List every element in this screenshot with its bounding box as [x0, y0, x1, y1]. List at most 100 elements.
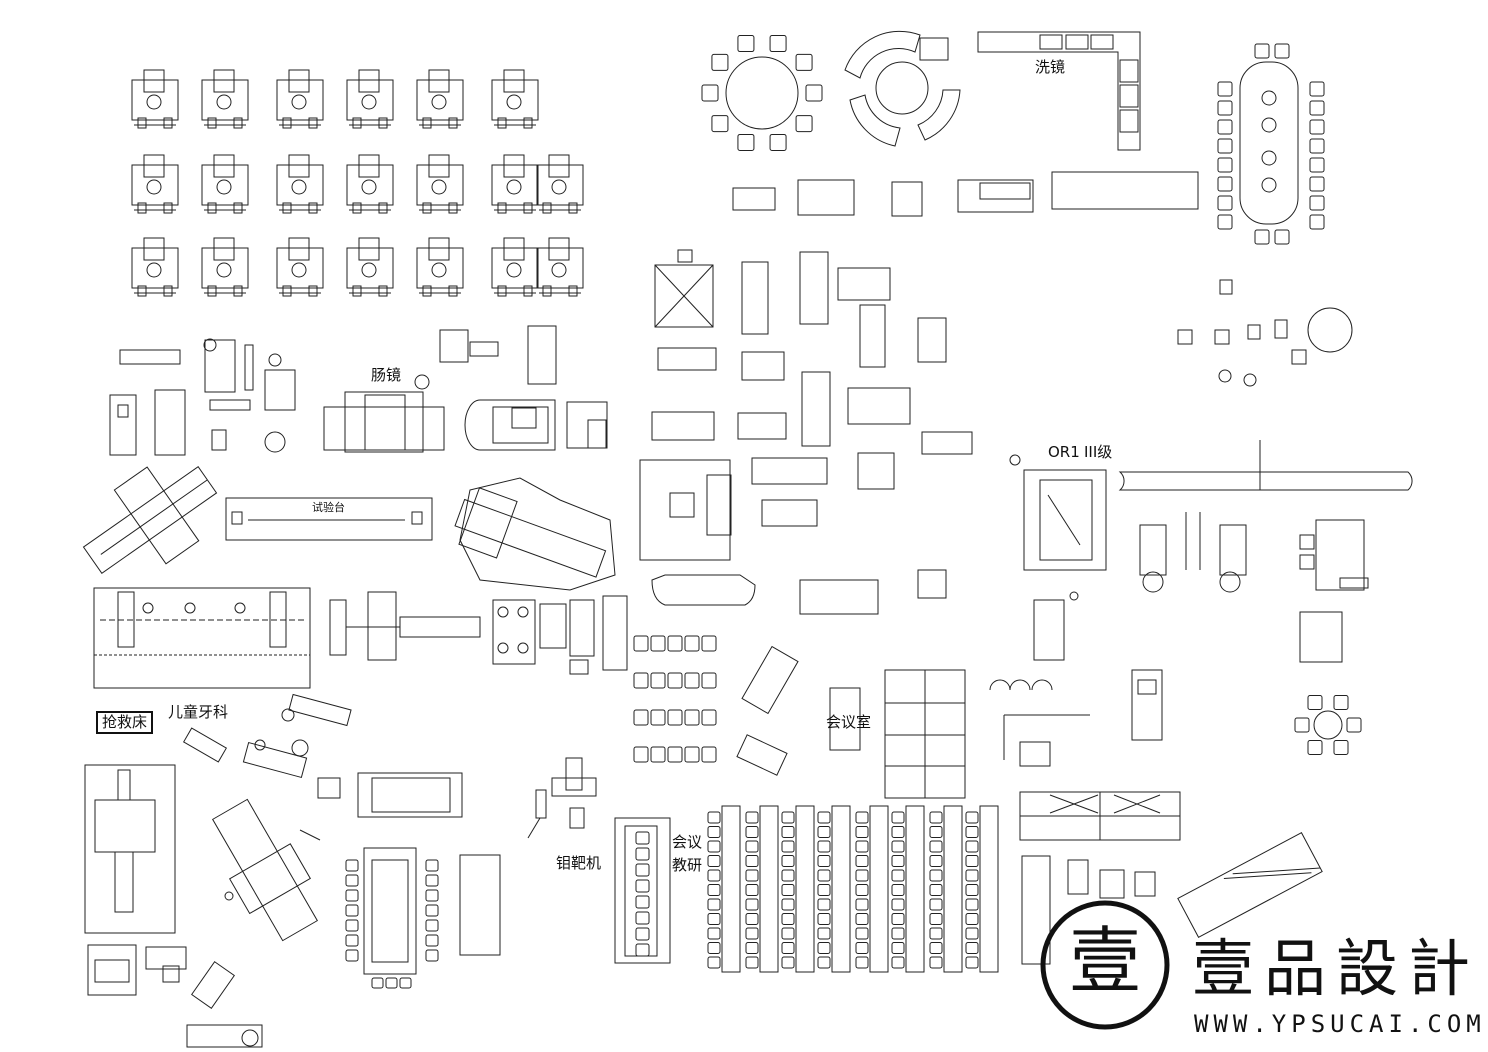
chair: [782, 870, 794, 881]
chair: [856, 812, 868, 823]
watermark-brand-name: 壹品設計: [1192, 932, 1481, 1005]
label-meeting-room: 会议室: [826, 713, 872, 731]
chair: [708, 841, 720, 852]
chair: [651, 747, 665, 762]
chair: [702, 747, 716, 762]
watermark-logo: [1043, 903, 1167, 1027]
chair: [856, 827, 868, 838]
chair: [856, 885, 868, 896]
gym-machine: [537, 238, 583, 296]
chair: [1310, 158, 1324, 172]
chair: [782, 914, 794, 925]
label-test-bench: 试验台: [312, 501, 345, 514]
chair: [426, 950, 438, 961]
gym-machine: [202, 155, 248, 213]
chair: [1218, 177, 1232, 191]
gym-equipment-grid: [132, 70, 583, 296]
wash-mirror-counter: [978, 32, 1140, 150]
chair: [1347, 718, 1361, 732]
chair: [930, 943, 942, 954]
chair: [426, 860, 438, 871]
right-top-symbols: [1178, 280, 1352, 386]
chair: [400, 978, 411, 988]
office-desk-l: [1300, 520, 1368, 662]
chair: [892, 914, 904, 925]
seating-arc: [990, 680, 1090, 766]
chair: [702, 710, 716, 725]
label-or1: OR1: [1048, 443, 1080, 461]
chair: [1295, 718, 1309, 732]
chair: [346, 905, 358, 916]
chair: [636, 848, 649, 860]
chair: [892, 841, 904, 852]
chair: [782, 957, 794, 968]
chair: [818, 957, 830, 968]
chair: [746, 899, 758, 910]
conference-table-left: [358, 773, 500, 974]
watermark-url: WWW.YPSUCAI.COM: [1194, 1010, 1486, 1038]
chair: [386, 978, 397, 988]
chair: [806, 85, 822, 101]
chair: [796, 116, 812, 132]
chair: [966, 957, 978, 968]
chair: [966, 928, 978, 939]
chair: [634, 636, 648, 651]
chair: [636, 912, 649, 924]
chair: [746, 841, 758, 852]
gym-machine: [202, 70, 248, 128]
chair: [966, 841, 978, 852]
reception-desk: [465, 400, 607, 450]
chair: [426, 920, 438, 931]
chair: [966, 812, 978, 823]
gym-machine: [417, 155, 463, 213]
chair: [426, 935, 438, 946]
chair: [634, 710, 648, 725]
chair: [856, 841, 868, 852]
chair: [1218, 101, 1232, 115]
round-table-small: [1314, 711, 1342, 739]
chair: [685, 710, 699, 725]
oval-conference-table: [1240, 62, 1298, 224]
gym-machine: [492, 70, 538, 128]
chair: [746, 870, 758, 881]
pediatric-dental-chairs: [184, 695, 351, 798]
label-mirror: 洗镜: [1035, 58, 1066, 76]
chair: [708, 812, 720, 823]
dental-chairs-bottom: [88, 945, 262, 1047]
chair: [856, 928, 868, 939]
chair: [426, 890, 438, 901]
round-dining-table: [726, 57, 798, 129]
chair: [930, 856, 942, 867]
chair: [1275, 230, 1289, 244]
chair: [782, 885, 794, 896]
chair: [892, 812, 904, 823]
watermark-logo-glyph: 壹: [1069, 919, 1142, 1003]
chair: [685, 636, 699, 651]
chair: [930, 841, 942, 852]
chair: [966, 885, 978, 896]
classroom-desk: [980, 806, 998, 972]
gym-machine: [492, 155, 538, 213]
chair: [818, 943, 830, 954]
chair: [746, 885, 758, 896]
chair: [966, 827, 978, 838]
chair: [651, 710, 665, 725]
chair: [1218, 215, 1232, 229]
chair: [856, 899, 868, 910]
curved-sofa-table: [845, 31, 960, 146]
chair: [712, 116, 728, 132]
chair: [966, 856, 978, 867]
chair: [818, 885, 830, 896]
chair: [738, 134, 754, 150]
chair: [818, 827, 830, 838]
chair: [856, 957, 868, 968]
chair: [708, 899, 720, 910]
chair: [1334, 695, 1348, 709]
chair: [746, 957, 758, 968]
chair: [818, 914, 830, 925]
chair: [1275, 44, 1289, 58]
gym-machine: [202, 238, 248, 296]
chair: [746, 856, 758, 867]
molybdenum-target-machine: [528, 758, 596, 838]
